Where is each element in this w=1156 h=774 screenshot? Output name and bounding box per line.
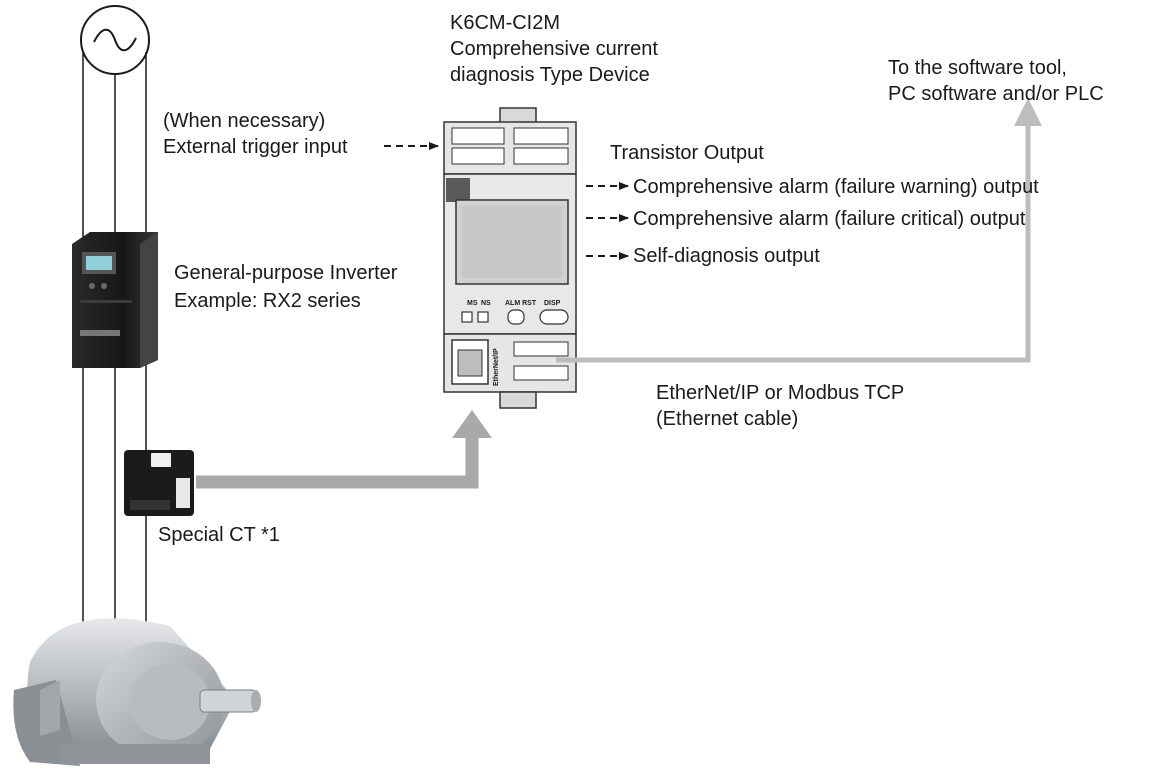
special-ct-image [124,450,194,516]
trigger-input-label: External trigger input [163,136,348,158]
trigger-note-label: (When necessary) [163,110,326,132]
device-disp-label: DISP [544,300,561,307]
ct-label: Special CT *1 [158,524,280,546]
disp-button [539,309,569,325]
ethernet-arrow [556,98,1042,363]
inverter-label-line1: General-purpose Inverter [174,262,398,284]
device-ns-label: NS [481,300,491,307]
k6cm-device-image: MS NS ALM RST DISP EtherNet/IP [443,107,577,409]
ct-signal-arrow [196,410,492,489]
destination-label-line1: To the software tool, [888,57,1067,79]
ethernet-port-label: EtherNet/IP [493,348,500,386]
ms-indicator [461,311,473,323]
device-alm-rst-label: ALM RST [505,300,537,307]
device-ms-label: MS [467,300,478,307]
transistor-output-heading: Transistor Output [610,142,764,164]
device-model-label: K6CM-CI2M [450,12,561,34]
network-label-line1: EtherNet/IP or Modbus TCP [656,382,905,404]
alm-rst-button [507,309,525,325]
inverter-label-line2: Example: RX2 series [174,290,361,312]
device-description-line1: Comprehensive current [450,38,658,60]
network-label-line2: (Ethernet cable) [656,408,799,430]
output-critical-label: Comprehensive alarm (failure critical) o… [633,208,1026,230]
ns-indicator [477,311,489,323]
inverter-image [72,232,158,368]
destination-label-line2: PC software and/or PLC [888,83,1104,105]
motor-image [13,618,261,766]
output-self-diagnosis-label: Self-diagnosis output [633,245,820,267]
device-description-line2: diagnosis Type Device [450,64,650,86]
output-warning-label: Comprehensive alarm (failure warning) ou… [633,176,1039,198]
output-arrows [586,182,629,260]
ac-source-symbol [80,5,150,75]
